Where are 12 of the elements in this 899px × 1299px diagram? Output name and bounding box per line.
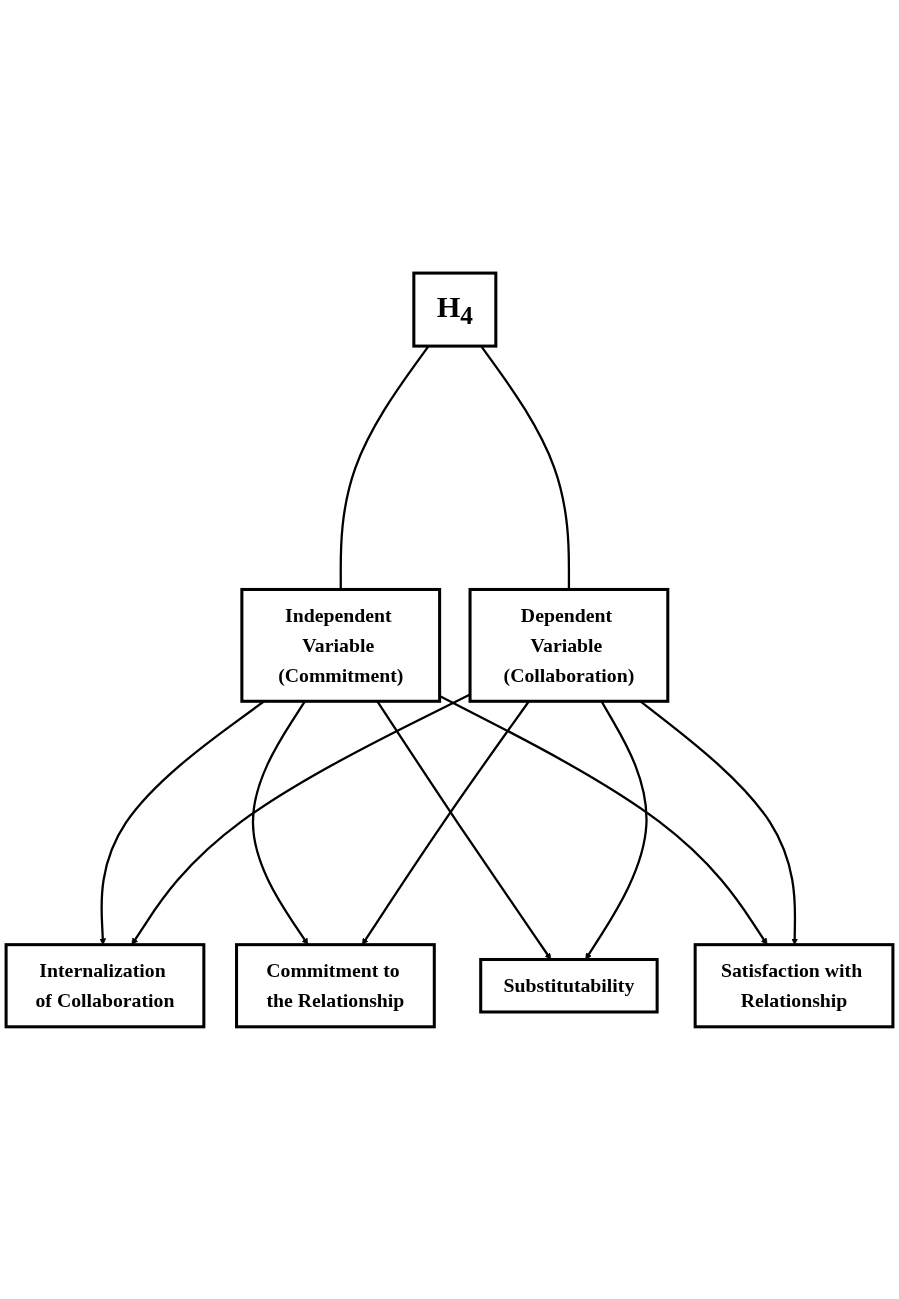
node-box: Substitutability	[479, 957, 659, 1014]
node-box: Satisfaction with Relationship	[693, 942, 895, 1028]
arrow	[439, 694, 768, 945]
arrow	[362, 700, 530, 945]
arrow	[585, 700, 648, 960]
arrow	[251, 700, 309, 945]
node-box: Independent Variable (Commitment)	[240, 587, 442, 703]
node-box: Dependent Variable (Collaboration)	[468, 587, 670, 703]
node-box: Internalization of Collaboration	[4, 942, 206, 1028]
arrow	[376, 700, 552, 960]
node-box: H$_{4}$	[412, 271, 498, 348]
node-box: Commitment to the Relationship	[235, 942, 436, 1028]
